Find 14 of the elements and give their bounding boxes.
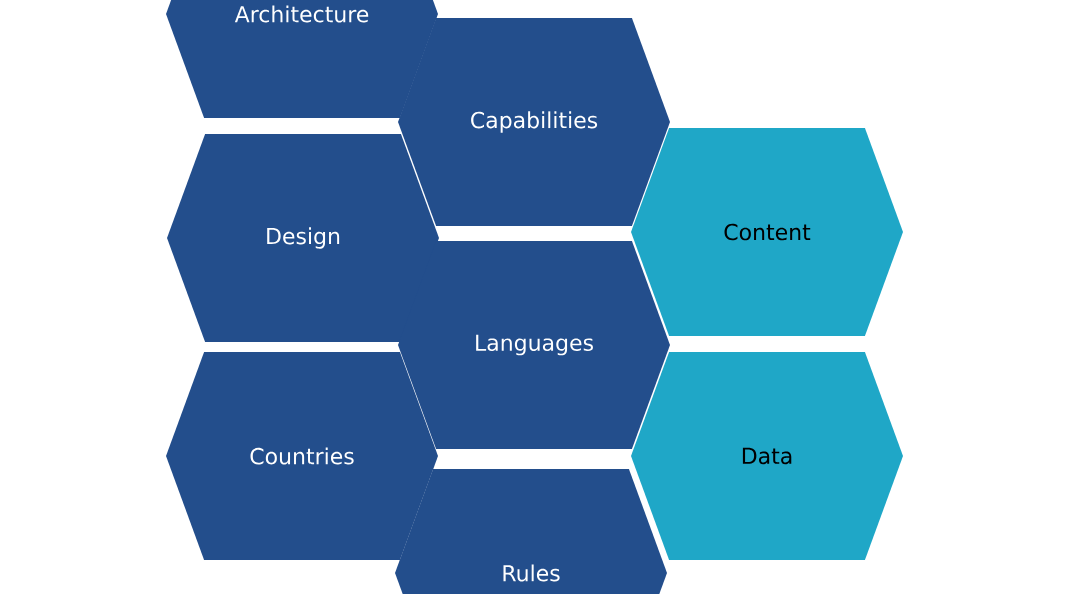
hexagon: Rules (395, 469, 667, 594)
node-label: Languages (476, 334, 593, 356)
hexagon: Content (631, 128, 903, 336)
hexagon: Architecture (166, 0, 438, 118)
hexagon: Capabilities (398, 18, 670, 226)
hexagon: Languages (398, 241, 670, 449)
hexagon: Design (167, 134, 439, 342)
node-label: Countries (250, 447, 354, 465)
node-label: Rules (503, 564, 560, 582)
node-label: Architecture (234, 5, 369, 23)
node-label: Design (267, 227, 340, 249)
hexagon: Countries (166, 352, 438, 560)
hexagon: Data (631, 352, 903, 560)
node-label: Capabilities (471, 111, 598, 133)
